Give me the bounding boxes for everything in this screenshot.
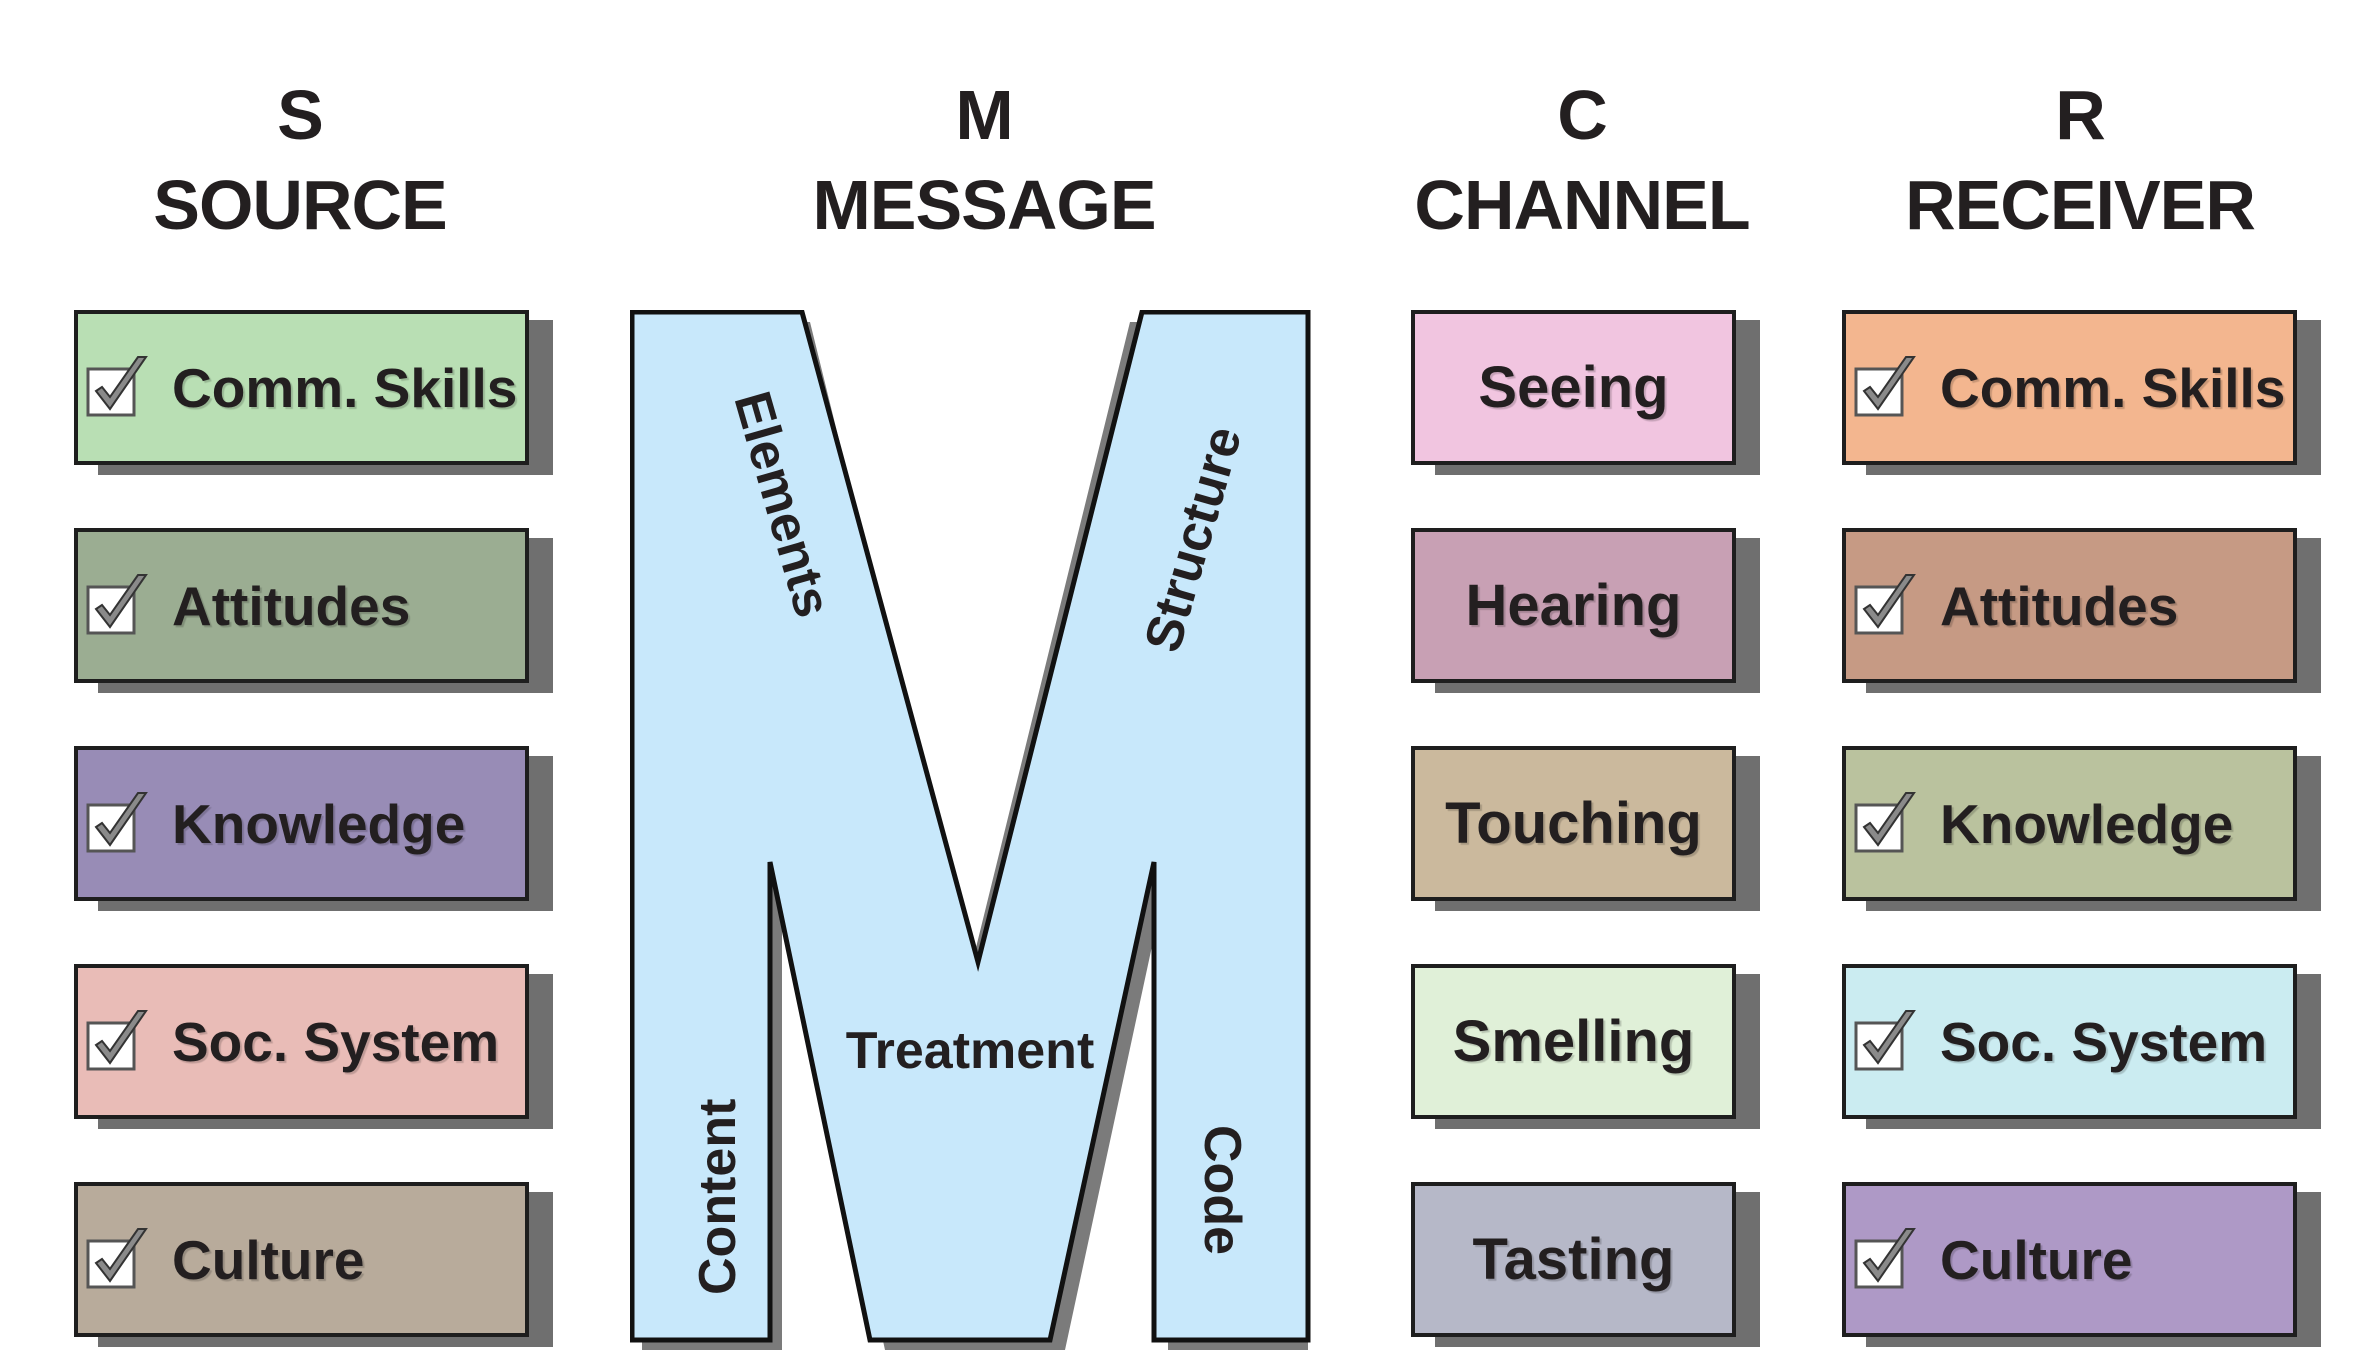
channel-letter: C (1557, 76, 1608, 154)
channel-item-label: Seeing (1478, 355, 1669, 420)
channel-item: Smelling (1411, 964, 1736, 1119)
channel-item: Touching (1411, 746, 1736, 901)
channel-item-label: Touching (1445, 791, 1702, 856)
checkbox-check-icon (86, 1009, 148, 1070)
message-content-label: Content (689, 1099, 747, 1295)
message-m-shape: Elements Structure Treatment Content Cod… (630, 310, 1311, 1350)
source-item: Culture (74, 1182, 529, 1337)
receiver-item-label: Culture (1940, 1228, 2133, 1291)
message-header: M MESSAGE (734, 70, 1234, 250)
checkbox-check-icon (86, 573, 148, 634)
source-item: Attitudes (74, 528, 529, 683)
receiver-letter: R (2055, 76, 2106, 154)
receiver-item: Attitudes (1842, 528, 2297, 683)
channel-item: Tasting (1411, 1182, 1736, 1337)
checkbox-check-icon (86, 355, 148, 416)
channel-item-label: Smelling (1452, 1009, 1695, 1074)
channel-item-label: Tasting (1472, 1227, 1675, 1292)
source-item: Comm. Skills (74, 310, 529, 465)
receiver-item-label: Attitudes (1940, 574, 2179, 637)
receiver-item-label: Comm. Skills (1940, 356, 2286, 419)
receiver-header: R RECEIVER (1830, 70, 2330, 250)
checkbox-check-icon (86, 791, 148, 852)
source-item: Knowledge (74, 746, 529, 901)
channel-item: Seeing (1411, 310, 1736, 465)
receiver-item: Soc. System (1842, 964, 2297, 1119)
source-item-label: Knowledge (172, 792, 466, 855)
m-letter (630, 310, 1311, 1343)
source-item-label: Culture (172, 1228, 365, 1291)
receiver-item-label: Soc. System (1940, 1010, 2268, 1073)
receiver-item: Culture (1842, 1182, 2297, 1337)
channel-header: C CHANNEL (1332, 70, 1832, 250)
source-item-label: Attitudes (172, 574, 411, 637)
checkbox-check-icon (1854, 1227, 1916, 1288)
channel-item: Hearing (1411, 528, 1736, 683)
receiver-title: RECEIVER (1905, 166, 2256, 244)
checkbox-check-icon (1854, 791, 1916, 852)
checkbox-check-icon (1854, 355, 1916, 416)
source-item-label: Soc. System (172, 1010, 500, 1073)
source-item-label: Comm. Skills (172, 356, 518, 419)
source-title: SOURCE (153, 166, 447, 244)
message-code-label: Code (1193, 1125, 1251, 1255)
message-title: MESSAGE (812, 166, 1156, 244)
checkbox-check-icon (1854, 1009, 1916, 1070)
receiver-item: Comm. Skills (1842, 310, 2297, 465)
checkbox-check-icon (1854, 573, 1916, 634)
source-letter: S (277, 76, 324, 154)
receiver-item-label: Knowledge (1940, 792, 2234, 855)
channel-title: CHANNEL (1414, 166, 1750, 244)
source-header: S SOURCE (50, 70, 550, 250)
source-item: Soc. System (74, 964, 529, 1119)
message-treatment-label: Treatment (846, 1022, 1095, 1080)
channel-item-label: Hearing (1465, 573, 1682, 638)
message-letter: M (955, 76, 1013, 154)
receiver-item: Knowledge (1842, 746, 2297, 901)
checkbox-check-icon (86, 1227, 148, 1288)
